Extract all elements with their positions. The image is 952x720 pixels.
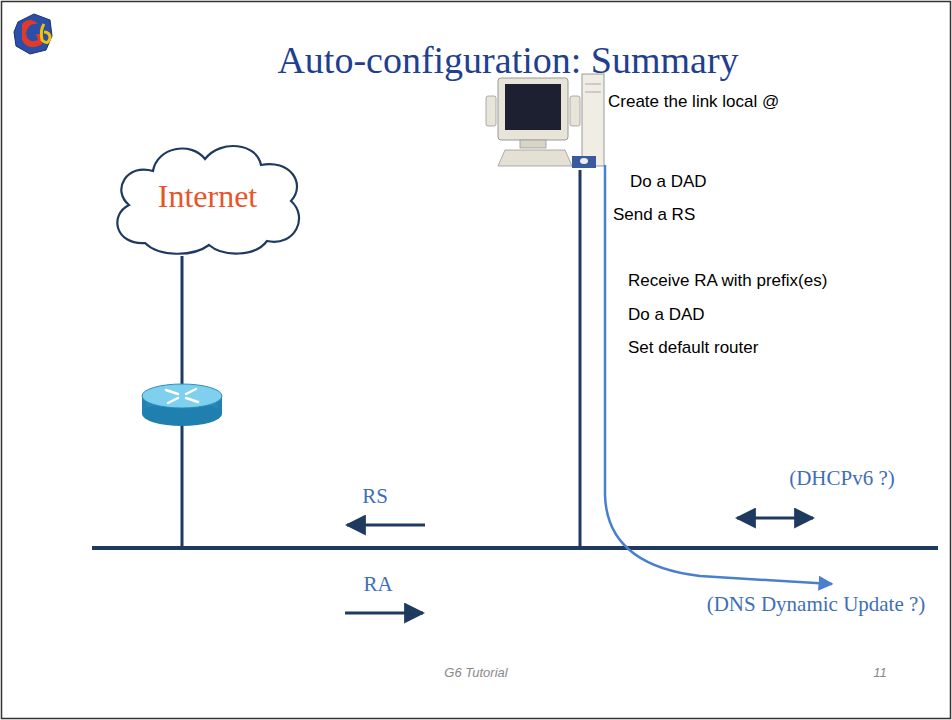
protocol-label: (DNS Dynamic Update ?) xyxy=(707,592,926,617)
message-label: RS xyxy=(362,484,388,509)
step-text: Do a DAD xyxy=(630,172,707,192)
router-symbol xyxy=(142,384,222,426)
page-number: 11 xyxy=(873,665,887,681)
step-text: Do a DAD xyxy=(628,305,705,325)
message-label: RA xyxy=(363,572,392,597)
g6-logo xyxy=(14,14,52,54)
step-text: Create the link local @ xyxy=(608,92,779,112)
wire xyxy=(181,256,184,385)
computer-symbol xyxy=(486,74,604,168)
step-text: Send a RS xyxy=(613,205,695,225)
dhcp-arrow xyxy=(737,517,813,520)
dns-update-arrow xyxy=(605,165,832,584)
node-label: Internet xyxy=(158,178,258,215)
rs-arrow xyxy=(347,524,425,527)
wire xyxy=(181,425,184,548)
step-text: Set default router xyxy=(628,338,758,358)
step-text: Receive RA with prefix(es) xyxy=(628,271,827,291)
footer-text: G6 Tutorial xyxy=(444,665,507,681)
lan-line xyxy=(92,546,938,550)
wire xyxy=(579,170,582,548)
cloud-node: Internet xyxy=(105,135,310,258)
slide-title: Auto-configuration: Summary xyxy=(277,38,738,84)
ra-arrow xyxy=(345,612,423,615)
protocol-label: (DHCPv6 ?) xyxy=(789,466,895,491)
